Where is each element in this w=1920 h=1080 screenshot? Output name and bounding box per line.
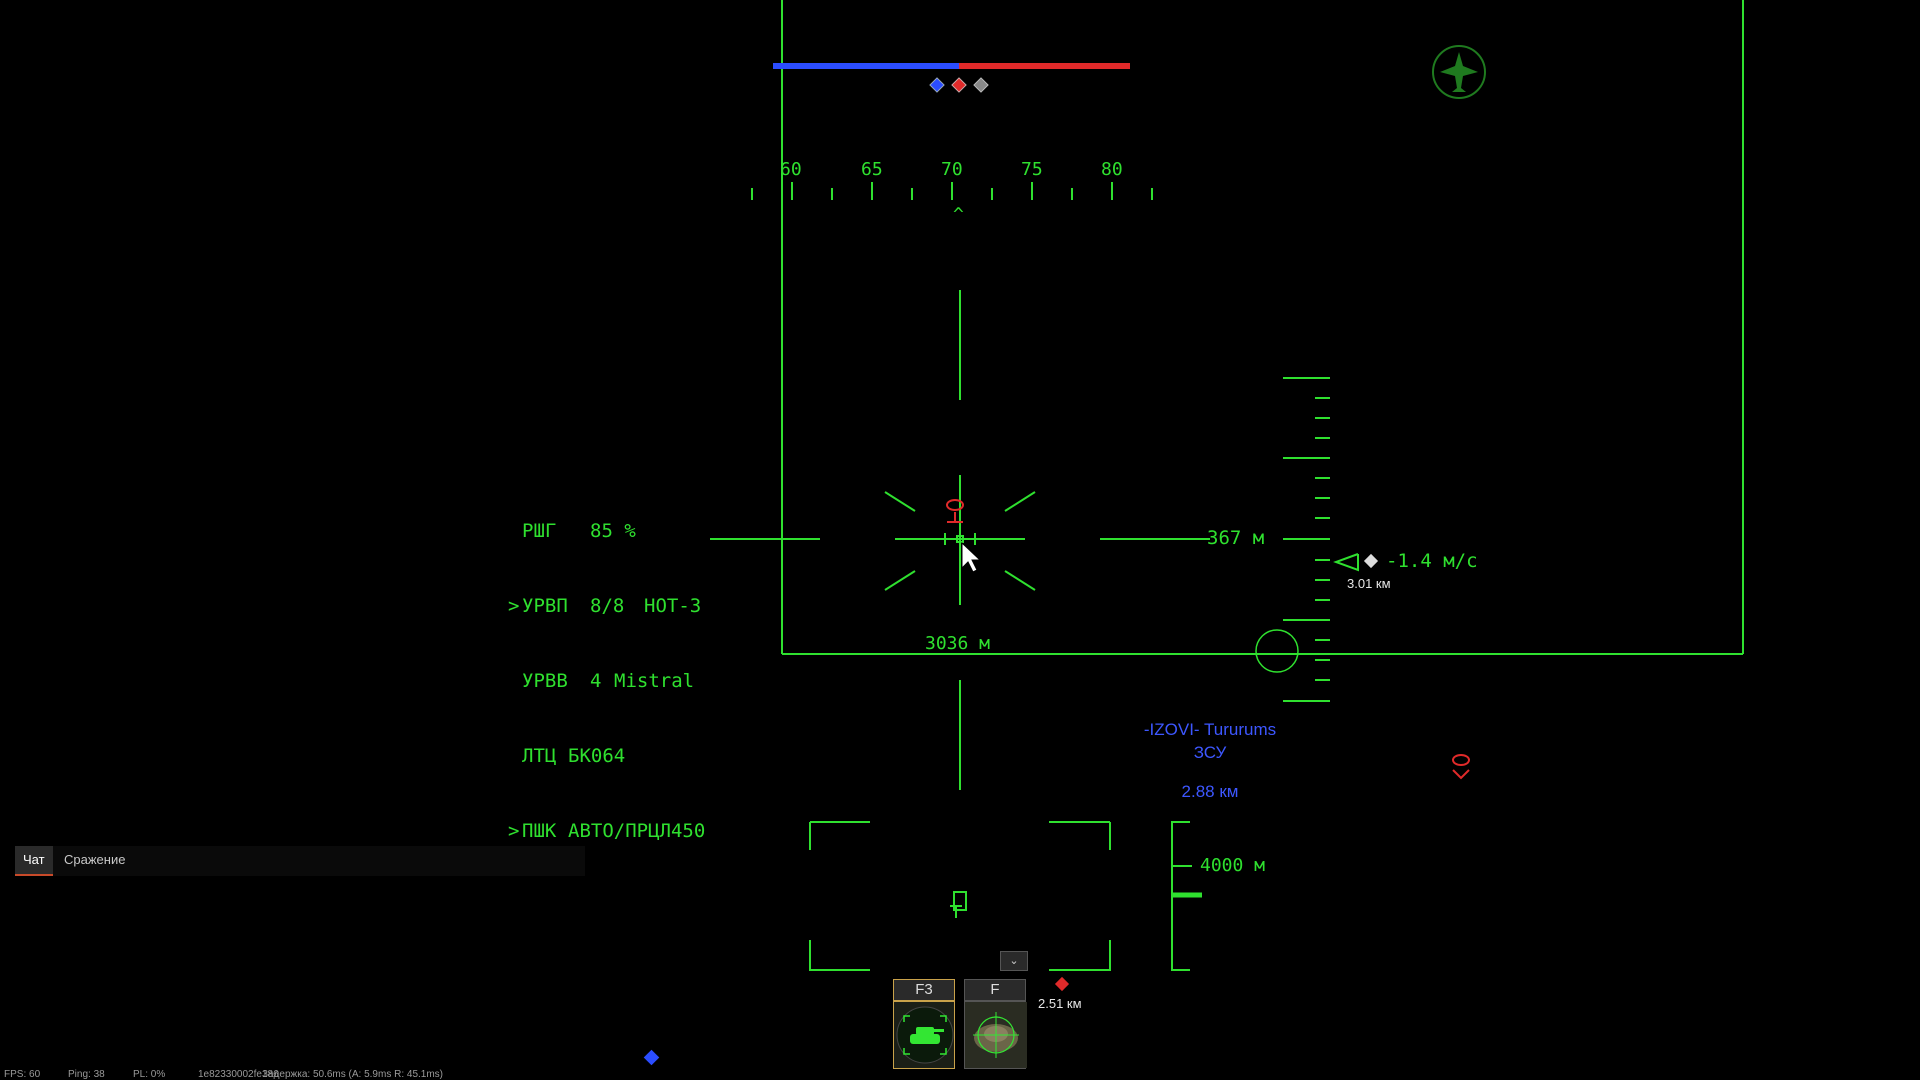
weapon-extra: Mistral (614, 670, 695, 692)
friendly-marker-icon (643, 1049, 660, 1066)
weapon-row: >УРВП 8/8 HOT-3 (508, 591, 748, 622)
compass-label-80: 80 (1101, 159, 1123, 180)
weapon-code: УРВП (522, 595, 568, 617)
weapon-value: БК064 (568, 745, 626, 767)
weapon-value: 85 % (590, 520, 636, 542)
weapon-value: АВТО/ПРЦЛ450 (568, 820, 706, 842)
tank-icon (896, 1006, 954, 1064)
weapon-value: 4 (590, 670, 602, 692)
weapon-selector: > (508, 820, 520, 842)
team-score-bar (773, 63, 1130, 69)
objective-c-icon (973, 77, 989, 93)
weapon-row: >ПШК АВТО/ПРЦЛ450 (508, 816, 748, 847)
crosshair (710, 290, 1210, 790)
weapon-selector: > (508, 595, 520, 617)
weapon-row: УРВВ 4 Mistral (508, 666, 748, 697)
altitude-readout: 367 м (1207, 527, 1265, 549)
weapon-code: РШГ (522, 520, 557, 542)
vertical-speed-distance: 3.01 км (1347, 576, 1391, 591)
enemy-distance: 2.51 км (1038, 996, 1082, 1011)
vehicle-slot-active[interactable]: F3 (893, 979, 955, 1069)
vertical-speed-readout: -1.4 м/с (1386, 550, 1478, 572)
objective-b-icon (951, 77, 967, 93)
fps-counter: FPS: 60 (4, 1069, 41, 1080)
flight-path-marker (1255, 629, 1299, 673)
slot-hotkey: F3 (893, 979, 955, 1001)
compass-label-75: 75 (1021, 159, 1043, 180)
packet-loss: PL: 0% (133, 1069, 166, 1080)
slot-image (893, 1001, 955, 1069)
weapon-code: УРВВ (522, 670, 568, 692)
heading-caret: ^ (953, 204, 964, 225)
compass-label-60: 60 (780, 159, 802, 180)
slot-hotkey: F (964, 979, 1026, 1001)
objective-markers (929, 77, 989, 93)
weapon-code: ПШК (522, 820, 557, 842)
chat-bar: Чат Сражение (15, 846, 585, 876)
weapon-value: 8/8 (590, 595, 625, 617)
weapon-row: РШГ 85 % (508, 516, 748, 547)
enemy-marker-right (1452, 754, 1470, 780)
build-id: 1e82330002fe186 (198, 1069, 279, 1080)
slot-image (964, 1001, 1027, 1069)
friendly-player-name: -IZOVI- Tururums (1143, 720, 1277, 739)
altitude-ladder (1283, 377, 1330, 702)
objective-a-icon (929, 77, 945, 93)
ping-counter: Ping: 38 (68, 1069, 105, 1080)
friendly-distance: 2.88 км (1181, 782, 1239, 801)
range-box (809, 821, 1111, 971)
range-scale-label: 4000 м (1200, 855, 1266, 876)
range-scale (1171, 821, 1202, 971)
target-diamond-icon (1363, 553, 1379, 569)
enemy-diamond-icon (1054, 976, 1070, 992)
weapon-code: ЛТЦ (522, 745, 557, 767)
vertical-speed-pointer (1333, 553, 1359, 572)
tab-battle[interactable]: Сражение (64, 852, 126, 867)
enemy-target-marker (946, 499, 964, 523)
chevron-down-icon: ⌄ (1009, 954, 1019, 967)
weapon-extra: HOT-3 (644, 595, 702, 617)
latency-info: Задержка: 50.6ms (A: 5.9ms R: 45.1ms) (262, 1069, 444, 1080)
compass-label-70: 70 (941, 159, 963, 180)
compass-label-65: 65 (861, 159, 883, 180)
mouse-cursor-icon (961, 541, 982, 573)
friendly-vehicle-type: ЗСУ (1193, 743, 1227, 762)
hud-frame (781, 0, 1744, 655)
range-readout: 3036 м (925, 633, 991, 654)
vehicle-slot[interactable]: F (964, 979, 1027, 1069)
aircraft-indicator-icon (1432, 45, 1486, 99)
vehicle-thumbnail (965, 1002, 1027, 1068)
tab-chat[interactable]: Чат (15, 846, 53, 876)
compass-ticks (751, 182, 1153, 200)
slots-collapse-button[interactable]: ⌄ (1000, 951, 1028, 971)
weapon-row: ЛТЦ БК064 (508, 741, 748, 772)
